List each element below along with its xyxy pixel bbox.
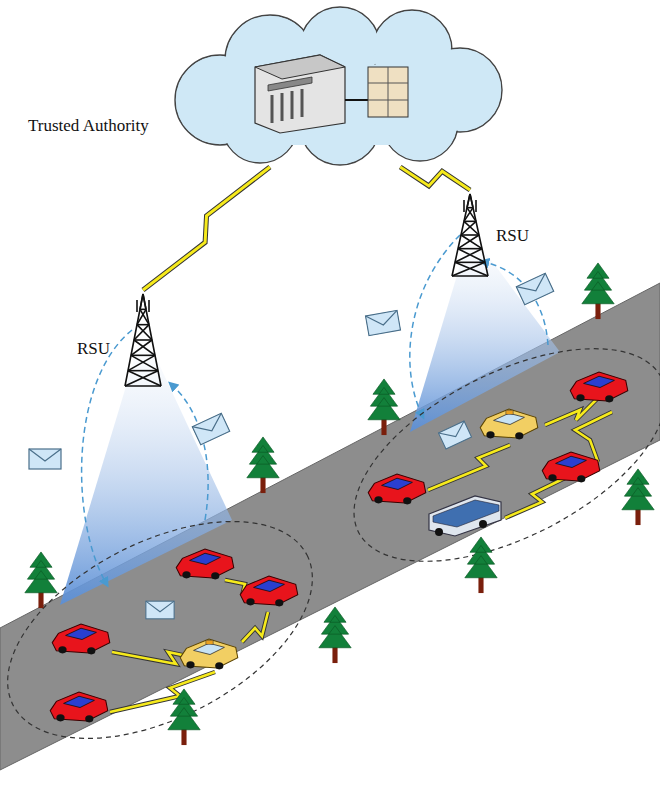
node-label: Trusted Authority — [28, 117, 149, 136]
rsu-tower: RSU — [75, 290, 175, 390]
v2v-link — [110, 398, 612, 712]
wireless-link-bolt — [400, 167, 470, 190]
rsu-beam — [410, 232, 560, 432]
message-icon — [29, 273, 554, 619]
trusted-authority-cloud: Trusted Authority — [20, 5, 510, 167]
rsu-tower: RSU — [440, 190, 550, 280]
tree — [25, 263, 654, 745]
wireless-link — [143, 167, 270, 290]
node-label: RSU — [496, 227, 529, 246]
vehicle-cluster — [0, 477, 347, 784]
wireless-link — [400, 167, 470, 190]
trusted-authority-cloud-shape — [20, 5, 510, 167]
rsu-tower-shape — [440, 190, 550, 280]
vehicle-cluster — [321, 305, 660, 605]
wireless-link-outline — [143, 167, 270, 290]
road — [0, 283, 660, 770]
message-arc — [82, 235, 548, 583]
vehicle — [50, 372, 628, 722]
wireless-link-bolt — [143, 167, 270, 290]
node-label: RSU — [77, 340, 110, 359]
wireless-link-outline — [400, 167, 470, 190]
